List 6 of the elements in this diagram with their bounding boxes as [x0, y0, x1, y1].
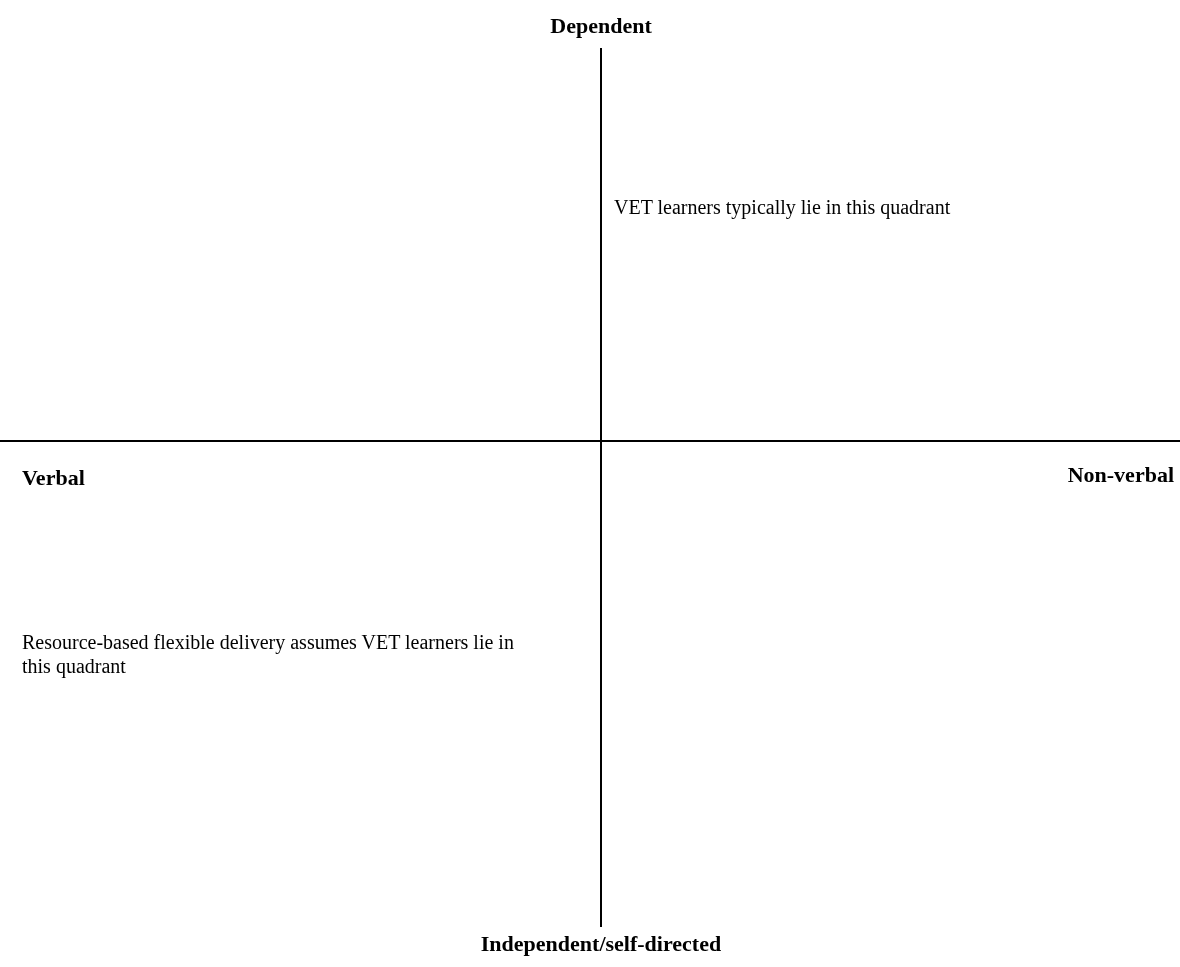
axis-label: Verbal [22, 466, 85, 490]
quadrant-note: Resource-based flexible delivery assumes VET learners lie in this quadrant [22, 630, 515, 678]
axis-label: Dependent [549, 14, 653, 38]
axis-label: Non-verbal [1067, 463, 1174, 487]
axis-label: Independent/self-directed [479, 932, 723, 956]
quadrant-note: VET learners typically lie in this quadrant [614, 195, 952, 219]
